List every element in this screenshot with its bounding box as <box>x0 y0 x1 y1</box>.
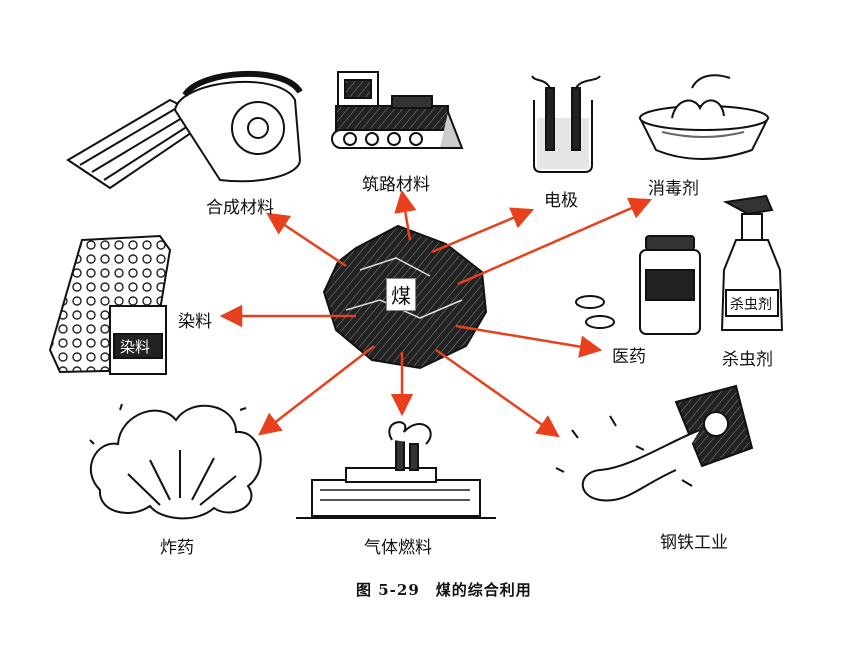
arrow-to-steel-industry <box>435 348 560 438</box>
arrow-to-road-materials <box>394 189 417 241</box>
factory-illustration <box>296 421 496 519</box>
explosion-illustration <box>89 403 262 520</box>
label-disinfectant: 消毒剂 <box>648 179 699 199</box>
bulldozer-illustration <box>331 71 464 149</box>
label-explosive: 炸药 <box>160 538 194 558</box>
arrows <box>219 189 653 438</box>
beaker-illustration <box>531 75 601 173</box>
basin-illustration <box>638 74 770 160</box>
telephone-illustration <box>66 70 303 190</box>
label-synthetic-materials: 合成材料 <box>206 198 274 218</box>
fabric-illustration: 染料 <box>48 234 172 375</box>
label-insecticide: 杀虫剂 <box>722 350 773 370</box>
arrow-to-explosive <box>258 345 375 436</box>
label-gas-fuel: 气体燃料 <box>364 538 432 558</box>
label-medicine: 医药 <box>612 347 646 367</box>
svg-text:染料: 染料 <box>120 338 150 356</box>
arrow-to-disinfectant <box>457 197 653 286</box>
svg-text:杀虫剂: 杀虫剂 <box>730 297 772 313</box>
label-steel-industry: 钢铁工业 <box>660 533 728 553</box>
medicine-bottle-illustration <box>575 235 701 335</box>
label-electrode: 电极 <box>544 191 578 211</box>
arrow-to-electrode <box>431 207 535 254</box>
steel-pouring-illustration <box>555 384 754 502</box>
arrow-to-synthetic-materials <box>266 212 347 268</box>
label-road-materials: 筑路材料 <box>362 175 430 195</box>
label-dye: 染料 <box>178 312 212 332</box>
coal-label: 煤 <box>386 278 416 311</box>
arrow-to-medicine <box>455 324 603 358</box>
figure-caption: 图 5-29 煤的综合利用 <box>356 581 532 599</box>
spray-bottle-illustration: 杀虫剂 <box>720 194 784 331</box>
